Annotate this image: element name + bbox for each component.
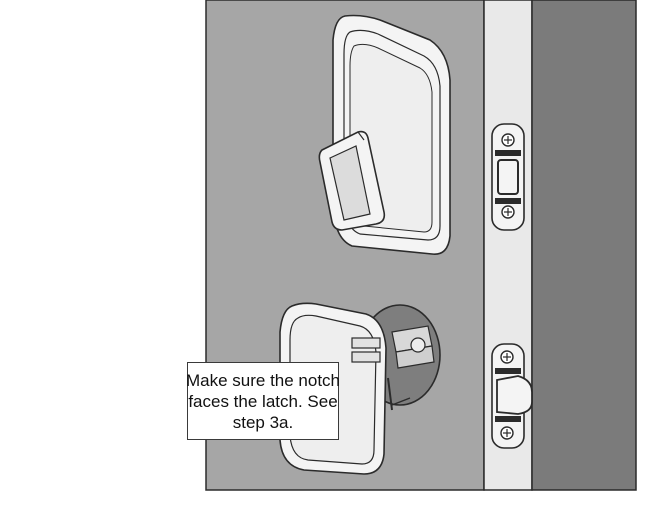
door-frame (531, 0, 637, 491)
callout-line-2: faces the latch. See (188, 391, 338, 411)
instruction-callout: Make sure the notch faces the latch. See… (185, 362, 341, 440)
exterior-escutcheon (318, 14, 451, 255)
callout-line-1: Make sure the notch (185, 370, 341, 390)
callout-line-3: step 3a. (232, 412, 294, 432)
deadbolt-latch-plate-icon (491, 123, 525, 231)
spring-latch-plate-icon (491, 343, 533, 449)
